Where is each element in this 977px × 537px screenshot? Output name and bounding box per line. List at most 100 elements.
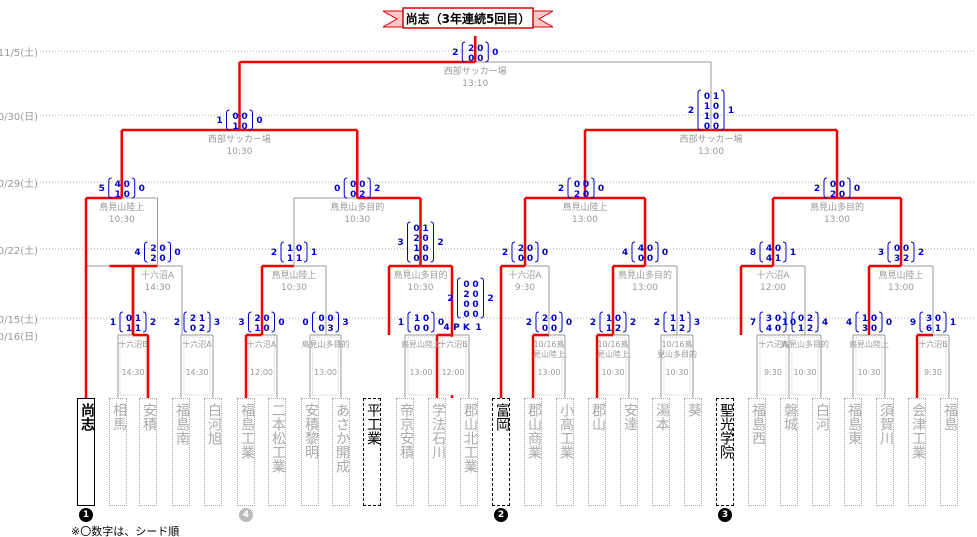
team-22: 磐城 [780, 398, 798, 506]
r1-venue-name: 鳥見山多目的 [302, 339, 350, 349]
score-left: 8 [750, 248, 756, 258]
score-second: 0 [423, 324, 429, 334]
r1-venue-name: 10/16鳥 [533, 339, 564, 349]
score-second: 0 [327, 314, 333, 324]
r1-venue-name: 十六沼B [438, 339, 468, 349]
score-bracket [782, 311, 787, 333]
score-left: 4 [622, 248, 628, 258]
score-left: 2 [502, 248, 508, 258]
score-second: 1 [135, 314, 141, 324]
score-left: 3 [878, 248, 884, 258]
venue-name: 鳥見山多目的 [393, 269, 447, 281]
venue-time: 10:30 [344, 215, 370, 225]
score-first: 4 [638, 244, 644, 254]
r1-venue-time: 9:30 [924, 368, 942, 377]
score-first: 4 [766, 324, 772, 334]
score-bracket [206, 311, 211, 333]
score-bracket [697, 89, 702, 131]
team-3: 福島南 [172, 398, 190, 506]
r1-venue-name: 十六沼B [918, 339, 948, 349]
date-label: 10/30(日) [0, 112, 38, 123]
score-bracket [567, 177, 572, 199]
score-bracket [430, 221, 434, 263]
score-left: 5 [99, 184, 105, 194]
team-26: 会津工業 [908, 398, 926, 506]
score-right: 2 [487, 294, 493, 304]
venue-name: 十六沼A [756, 269, 790, 281]
score-second: 1 [713, 92, 719, 102]
venue-name: 鳥見山陸上 [562, 201, 607, 213]
r1-venue-box [439, 336, 467, 396]
score-right: 1 [311, 248, 317, 258]
score-bracket [226, 109, 230, 131]
score-right: 2 [150, 318, 156, 328]
r1-venue-box [919, 336, 947, 396]
score-bracket [461, 41, 466, 63]
score-first: 2 [463, 290, 469, 300]
score-second: 1 [135, 324, 141, 334]
score-left: 0 [334, 184, 340, 194]
score-second: 2 [903, 254, 909, 264]
team-18: 湯本 [652, 398, 670, 506]
score-bracket [249, 109, 253, 131]
r1-venue-name: 鳥見山陸上 [849, 339, 889, 349]
score-first: 1 [126, 324, 132, 334]
score-right: 0 [854, 184, 860, 194]
score-second: 0 [296, 244, 302, 254]
score-second: 2 [807, 324, 813, 334]
score-first: 0 [638, 254, 644, 264]
score-first: 2 [542, 314, 548, 324]
r1-venue-time: 12:00 [441, 368, 464, 377]
score-bracket [814, 311, 819, 333]
score-second: 0 [422, 244, 428, 254]
team-6: 二本松工業 [268, 398, 286, 506]
score-bracket [142, 311, 147, 333]
r1-venue-box [248, 336, 275, 396]
date-label: 10/29(土) [0, 177, 38, 190]
score-bracket [791, 311, 796, 333]
score-left: 2 [688, 106, 694, 116]
seed-badge: 2 [494, 508, 508, 522]
venue-name: 鳥見山陸上 [99, 201, 144, 213]
r1-venue-time: 13:00 [314, 368, 337, 377]
score-second: 0 [124, 180, 130, 190]
r1-venue-name: 見山陸上 [533, 349, 565, 359]
score-first: 0 [413, 254, 419, 264]
score-first: 3 [766, 314, 772, 324]
score-bracket [919, 311, 924, 333]
team-19: 葵 [684, 398, 702, 506]
score-first: 0 [232, 112, 238, 122]
score-left: 1 [216, 116, 222, 126]
score-first: 2 [830, 190, 836, 200]
score-second: 0 [775, 314, 781, 324]
score-bracket [759, 241, 764, 263]
date-label: 11/5(土) [0, 46, 38, 59]
score-second: 0 [472, 300, 478, 310]
team-10: 帝京安積 [396, 398, 414, 506]
score-first: 0 [350, 180, 356, 190]
score-right: 0 [174, 248, 180, 258]
score-left: 2 [558, 184, 564, 194]
page-title: 尚志（3年連続5回目） [383, 7, 553, 29]
score-bracket [119, 311, 124, 333]
score-second: 0 [263, 324, 269, 334]
score-first: 0 [704, 92, 710, 102]
score-first: 0 [542, 324, 548, 334]
score-right: 4 [822, 318, 828, 328]
venue-time: 13:00 [632, 283, 658, 293]
team-25: 須賀川 [876, 398, 894, 506]
score-bracket [511, 241, 516, 263]
venue-time: 13:10 [462, 79, 488, 89]
score-left: 4 [846, 318, 852, 328]
score-right: 1 [790, 248, 796, 258]
score-right: 2 [374, 184, 380, 194]
score-left: 2 [271, 248, 277, 258]
score-second: 0 [713, 112, 719, 122]
score-second: 0 [159, 254, 165, 264]
team-7: 安積黎明 [301, 398, 319, 506]
score-left: 7 [750, 318, 756, 328]
venue-name: 鳥見山陸上 [271, 269, 316, 281]
score-right: 0 [566, 318, 572, 328]
team-23: 白河 [812, 398, 830, 506]
r1-venue-box [759, 336, 787, 396]
